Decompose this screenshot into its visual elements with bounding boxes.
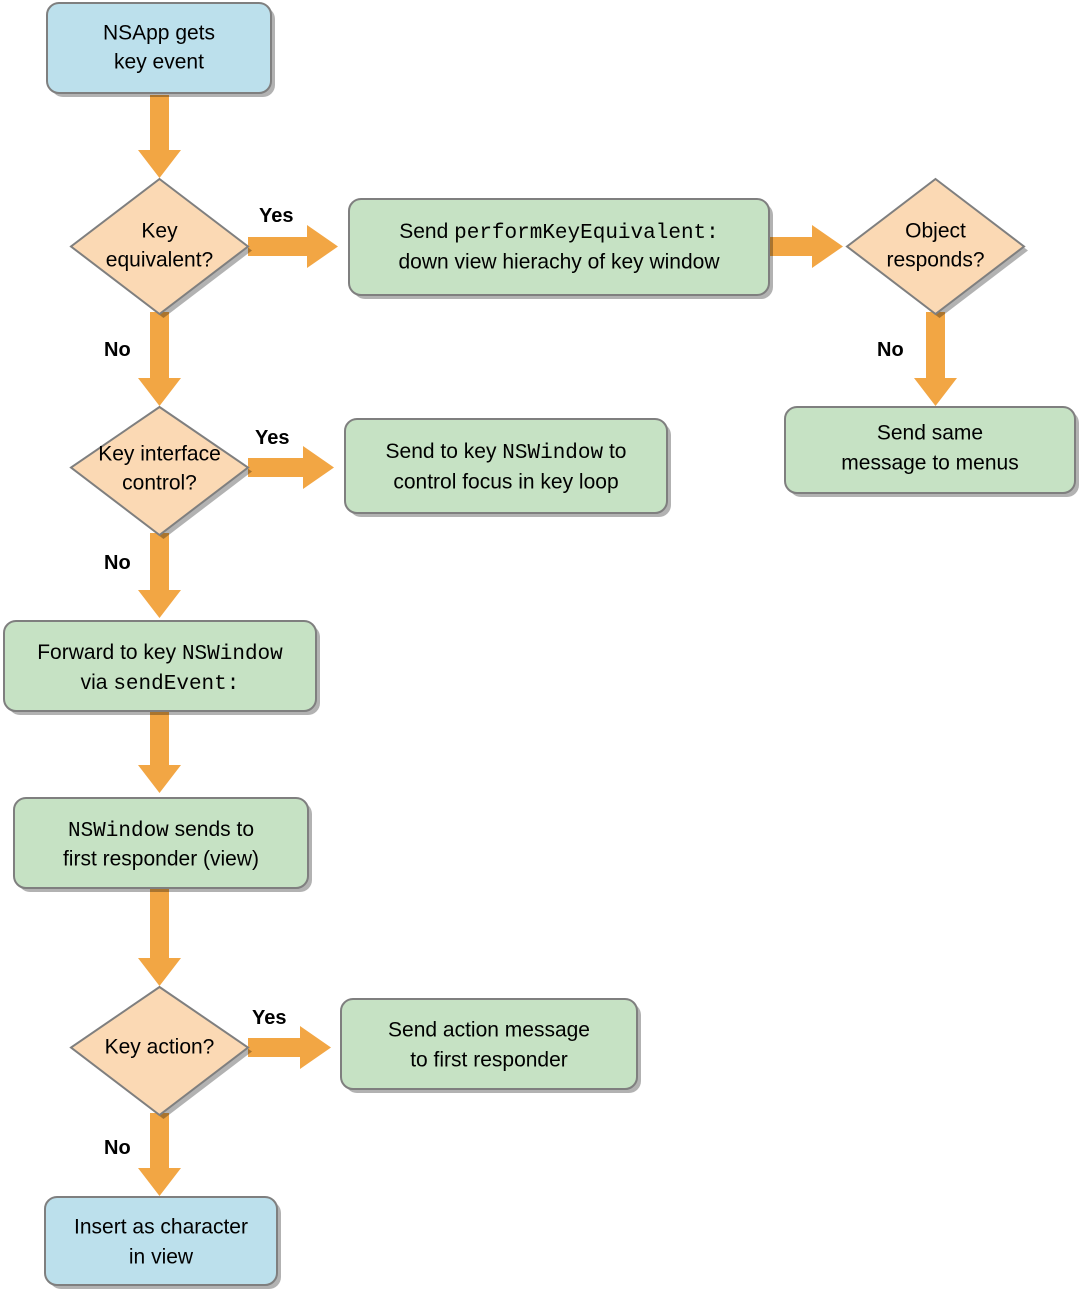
node-text-insert-as-character-line1: Insert as character xyxy=(74,1216,248,1239)
node-shape-key-action xyxy=(69,985,250,1117)
node-insert-as-character[interactable]: Insert as character in view xyxy=(44,1196,281,1289)
node-shape-key-equivalent xyxy=(69,177,250,316)
node-nswindow-sends-to-first-responder[interactable]: NSWindow sends to first responder (view) xyxy=(13,797,312,892)
node-text-send-same-message-line2: message to menus xyxy=(841,452,1018,475)
node-send-perform-key-equivalent[interactable]: Send performKeyEquivalent: down view hie… xyxy=(348,198,773,299)
label-send-to-key-prefix: Send to key xyxy=(386,440,503,463)
node-text-send-perform-key-equivalent-line1: Send performKeyEquivalent: xyxy=(399,220,719,245)
label-send-prefix: Send xyxy=(399,220,454,243)
arrow-nsapp-to-key-equivalent xyxy=(138,95,181,178)
node-text-forward-to-key-nswindow-line1: Forward to key NSWindow xyxy=(37,641,283,666)
label-forward-nswindow-class: NSWindow xyxy=(182,643,283,666)
node-text-key-equivalent-line2: equivalent? xyxy=(106,249,213,272)
arrow-object-responds-no xyxy=(914,312,957,406)
edge-label-object-responds-no: No xyxy=(877,339,904,361)
node-text-object-responds-line2: responds? xyxy=(886,249,984,272)
node-text-insert-as-character-line2: in view xyxy=(129,1246,194,1269)
arrow-key-action-no xyxy=(138,1113,181,1196)
node-text-key-equivalent-line1: Key xyxy=(141,220,178,243)
node-send-same-message-to-menus[interactable]: Send same message to menus xyxy=(784,406,1079,497)
node-object-responds[interactable]: Object responds? xyxy=(845,177,1028,318)
node-key-interface-control[interactable]: Key interface control? xyxy=(69,405,252,539)
node-shape-send-perform-key-equivalent xyxy=(348,198,770,296)
node-text-send-same-message-line1: Send same xyxy=(877,422,983,445)
node-text-key-interface-control-line1: Key interface xyxy=(98,443,221,466)
node-text-forward-to-key-nswindow-line2: via sendEvent: xyxy=(81,671,240,696)
node-key-action[interactable]: Key action? xyxy=(69,985,252,1119)
arrow-key-interface-control-yes xyxy=(248,446,334,489)
node-shape-nswindow-sends-to-first-responder xyxy=(13,797,309,889)
edge-label-key-interface-control-no: No xyxy=(104,552,131,574)
label-send-to-key-suffix: to xyxy=(603,440,626,463)
edge-label-key-equivalent-yes: Yes xyxy=(259,205,293,227)
node-shape-object-responds xyxy=(845,177,1026,316)
node-key-equivalent[interactable]: Key equivalent? xyxy=(69,177,252,318)
label-perform-key-equivalent-selector: performKeyEquivalent: xyxy=(454,222,719,245)
node-text-send-to-key-nswindow-line1: Send to key NSWindow to xyxy=(386,440,627,465)
arrow-key-equivalent-yes xyxy=(248,225,338,268)
node-text-send-action-message-line1: Send action message xyxy=(388,1019,590,1042)
arrow-nswindow-sends-to-key-action xyxy=(138,885,181,986)
node-shape-send-same-message-to-menus xyxy=(784,406,1076,494)
edge-label-key-action-no: No xyxy=(104,1137,131,1159)
node-text-key-action: Key action? xyxy=(105,1036,215,1059)
node-text-nsapp-gets-key-event-line2: key event xyxy=(114,51,204,74)
node-text-nsapp-gets-key-event-line1: NSApp gets xyxy=(103,22,215,45)
arrow-key-interface-control-no xyxy=(138,533,181,618)
label-via-prefix: via xyxy=(81,671,114,694)
label-nswindow-sends-suffix: sends to xyxy=(169,818,254,841)
label-nswindow-class: NSWindow xyxy=(502,442,603,465)
node-send-to-key-nswindow[interactable]: Send to key NSWindow to control focus in… xyxy=(344,418,671,517)
arrow-perform-to-object-responds xyxy=(766,225,843,268)
node-shape-send-action-message xyxy=(340,998,638,1090)
node-text-nswindow-sends-line1: NSWindow sends to xyxy=(68,818,254,843)
node-text-send-to-key-nswindow-line2: control focus in key loop xyxy=(393,471,618,494)
node-text-send-perform-key-equivalent-line2: down view hierachy of key window xyxy=(399,251,721,274)
arrow-key-action-yes xyxy=(248,1026,331,1069)
node-text-nswindow-sends-line2: first responder (view) xyxy=(63,848,259,871)
node-shape-insert-as-character xyxy=(44,1196,278,1286)
edge-label-key-interface-control-yes: Yes xyxy=(255,427,289,449)
label-nswindow-sends-class: NSWindow xyxy=(68,820,169,843)
arrow-key-equivalent-no xyxy=(138,312,181,406)
edge-label-key-equivalent-no: No xyxy=(104,339,131,361)
label-send-event-selector: sendEvent: xyxy=(113,673,239,696)
node-send-action-message[interactable]: Send action message to first responder xyxy=(340,998,641,1093)
node-shape-nsapp-gets-key-event xyxy=(46,2,272,94)
node-text-send-action-message-line2: to first responder xyxy=(410,1049,568,1072)
node-text-key-interface-control-line2: control? xyxy=(122,472,197,495)
node-nsapp-gets-key-event[interactable]: NSApp gets key event xyxy=(46,2,275,97)
node-shape-key-interface-control xyxy=(69,405,250,537)
node-forward-to-key-nswindow[interactable]: Forward to key NSWindow via sendEvent: xyxy=(3,620,320,715)
node-shape-forward-to-key-nswindow xyxy=(3,620,317,712)
node-text-object-responds-line1: Object xyxy=(905,220,966,243)
label-forward-prefix: Forward to key xyxy=(37,641,182,664)
arrow-forward-to-nswindow-sends xyxy=(138,708,181,793)
node-shape-send-to-key-nswindow xyxy=(344,418,668,514)
edge-label-key-action-yes: Yes xyxy=(252,1007,286,1029)
